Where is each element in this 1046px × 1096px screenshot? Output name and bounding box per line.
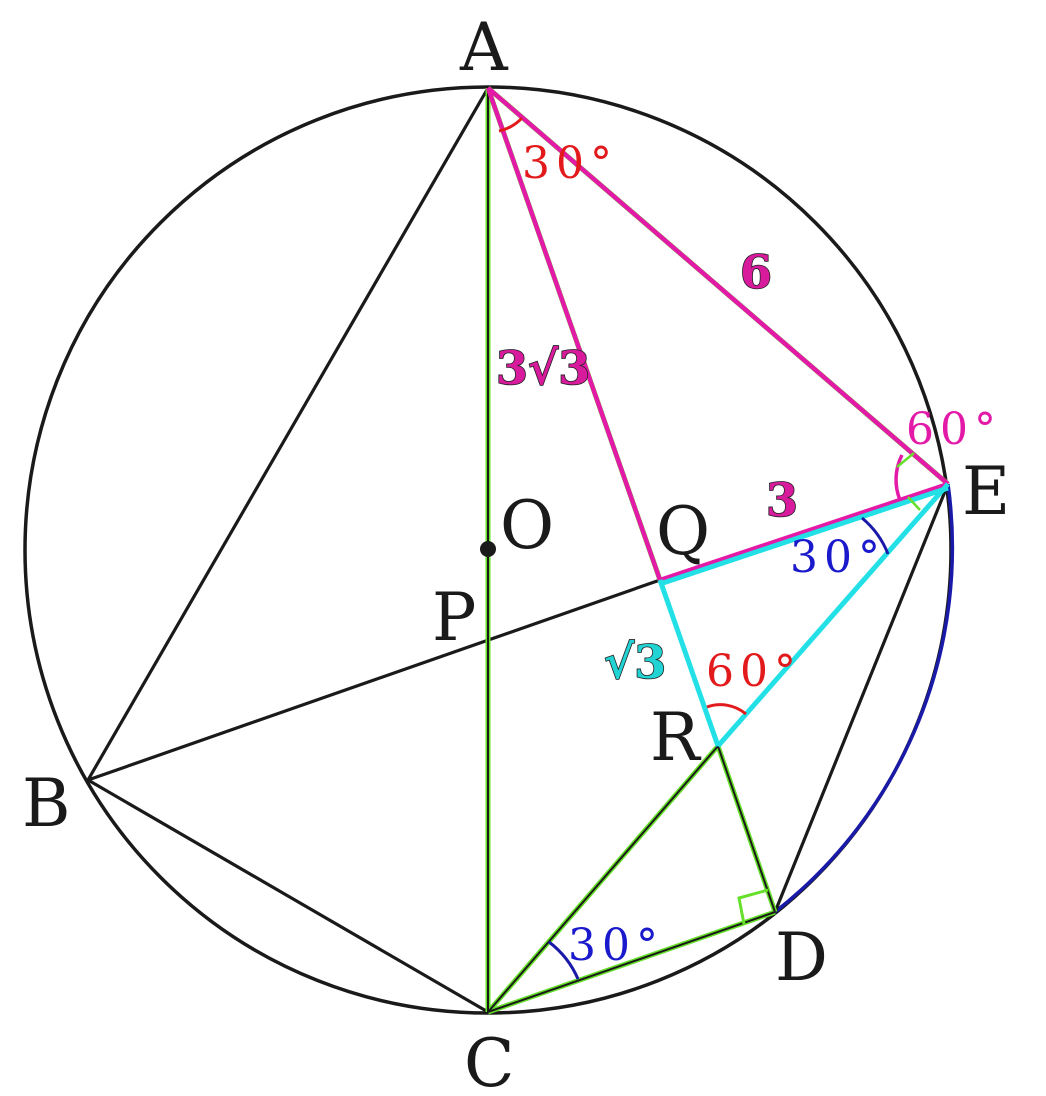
label-Q: Q	[656, 493, 710, 570]
angle-label-E-30: 30°	[790, 532, 886, 583]
length-label-QR: √3	[604, 635, 666, 689]
label-E: E	[962, 453, 1010, 530]
angle-arc-R	[706, 703, 747, 716]
cyan-segments	[657, 482, 950, 748]
angle-label-R: 60°	[706, 646, 802, 697]
angle-tick-E-1	[896, 452, 915, 468]
angle-arc-A	[498, 116, 524, 133]
label-O: O	[500, 487, 554, 564]
angle-label-A: 30°	[522, 138, 618, 189]
angle-tick-E-2	[907, 496, 921, 511]
label-A: A	[459, 9, 509, 86]
angle-label-C: 30°	[568, 920, 664, 971]
black-segments	[86, 87, 950, 1014]
label-R: R	[650, 699, 702, 776]
angle-arc-E-60	[894, 454, 904, 501]
length-label-AQ: 3√3	[496, 341, 590, 395]
length-label-AE: 6	[740, 245, 772, 299]
angle-arc-E-30	[861, 516, 890, 555]
label-C: C	[464, 1025, 515, 1096]
arc-ED	[773, 483, 955, 914]
label-P: P	[432, 579, 476, 656]
right-angle-mark	[737, 888, 769, 925]
angle-label-E-60: 60°	[906, 404, 1002, 455]
length-label-QE: 3	[766, 473, 798, 527]
label-B: B	[22, 765, 71, 842]
angle-arc-C	[548, 940, 580, 980]
label-D: D	[775, 919, 828, 996]
center-point-O	[480, 541, 496, 557]
